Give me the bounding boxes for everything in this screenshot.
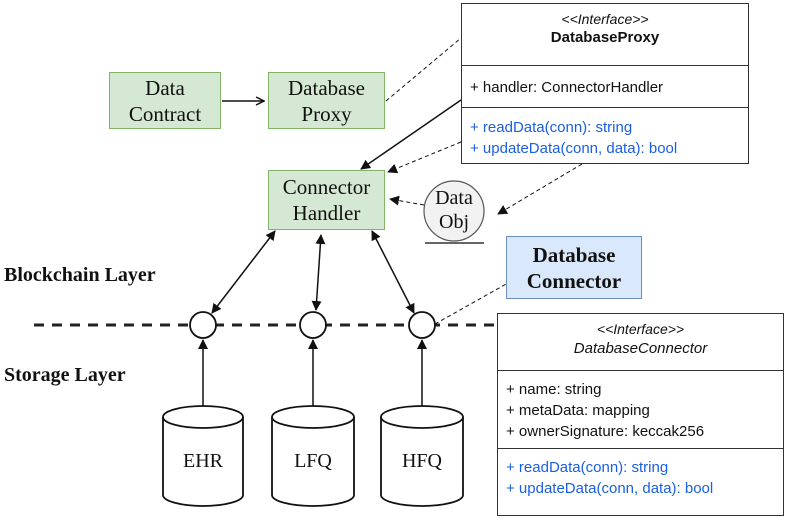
data-contract-box: Data Contract [109, 72, 221, 129]
connector-handler-line-1: Connector [282, 175, 371, 199]
proxy-class-name: DatabaseProxy [550, 29, 660, 46]
interface-to-handler-arrow [360, 99, 462, 170]
database-connector-interface: <<Interface>> DatabaseConnector + name: … [497, 313, 784, 516]
storage-hfq-label: HFQ [401, 450, 442, 472]
interface-to-handler-dashed-arrow [387, 141, 462, 174]
handler-lfq-arrow [311, 234, 326, 311]
connector-handler-line-2: Handler [292, 201, 361, 225]
database-proxy-line-2: Proxy [301, 101, 352, 126]
proxy-stereotype: <<Interface>> [561, 11, 649, 27]
data-obj-label: Data Obj [424, 186, 484, 234]
connector-operation: + readData(conn): string [506, 459, 669, 476]
connector-stereotype: <<Interface>> [596, 321, 685, 337]
database-connector-line-2: Connector [526, 268, 622, 293]
storage-hfq-cylinder [380, 405, 464, 507]
port-lfq [299, 311, 327, 339]
port-ehr [189, 311, 217, 339]
proxy-operations: + readData(conn): string + updateData(co… [462, 107, 748, 165]
proxy-operation: + updateData(conn, data): bool [470, 140, 678, 157]
storage-ehr-label: EHR [183, 450, 223, 472]
storage-lfq-label: LFQ [294, 450, 332, 472]
connector-attribute: + name: string [506, 381, 602, 398]
database-proxy-interface: <<Interface>> DatabaseProxy + handler: C… [461, 3, 749, 164]
proxy-operation: + readData(conn): string [470, 119, 633, 136]
data-contract-line-2: Contract [128, 101, 202, 126]
connector-operation: + updateData(conn, data): bool [506, 480, 714, 497]
data-obj-line-1: Data [435, 187, 473, 209]
handler-ehr-arrow [211, 230, 276, 314]
connector-attribute: + metaData: mapping [506, 402, 650, 419]
storage-lfq-cylinder [271, 405, 355, 507]
data-obj-line-2: Obj [439, 211, 469, 233]
database-proxy-box: Database Proxy [268, 72, 385, 129]
proxy-attribute: + handler: ConnectorHandler [470, 79, 664, 96]
data-contract-line-1: Data [145, 75, 185, 100]
storage-ehr-cylinder [162, 405, 244, 507]
data-obj-circle [423, 180, 485, 242]
database-connector-box: Database Connector [506, 236, 642, 299]
storage-layer-label: Storage Layer [4, 364, 126, 386]
port-hfq [408, 311, 436, 339]
proxy-attributes: + handler: ConnectorHandler [462, 65, 748, 107]
connector-attributes: + name: string + metaData: mapping + own… [498, 370, 783, 448]
blockchain-layer-label: Blockchain Layer [4, 264, 156, 286]
handler-hfq-arrow [371, 230, 415, 314]
proxy-interface-link [385, 37, 462, 102]
dataobj-to-handler-arrow [389, 195, 425, 206]
connector-handler-box: Connector Handler [268, 170, 385, 230]
interface-to-dataobj-arrow [497, 163, 583, 215]
database-connector-line-1: Database [532, 242, 616, 267]
connector-operations: + readData(conn): string + updateData(co… [498, 448, 783, 505]
connector-attribute: + ownerSignature: keccak256 [506, 423, 705, 440]
proxy-interface-header: <<Interface>> DatabaseProxy [462, 4, 748, 65]
connector-interface-header: <<Interface>> DatabaseConnector [498, 314, 783, 370]
connector-class-name: DatabaseConnector [573, 340, 708, 357]
database-proxy-line-1: Database [288, 75, 365, 100]
